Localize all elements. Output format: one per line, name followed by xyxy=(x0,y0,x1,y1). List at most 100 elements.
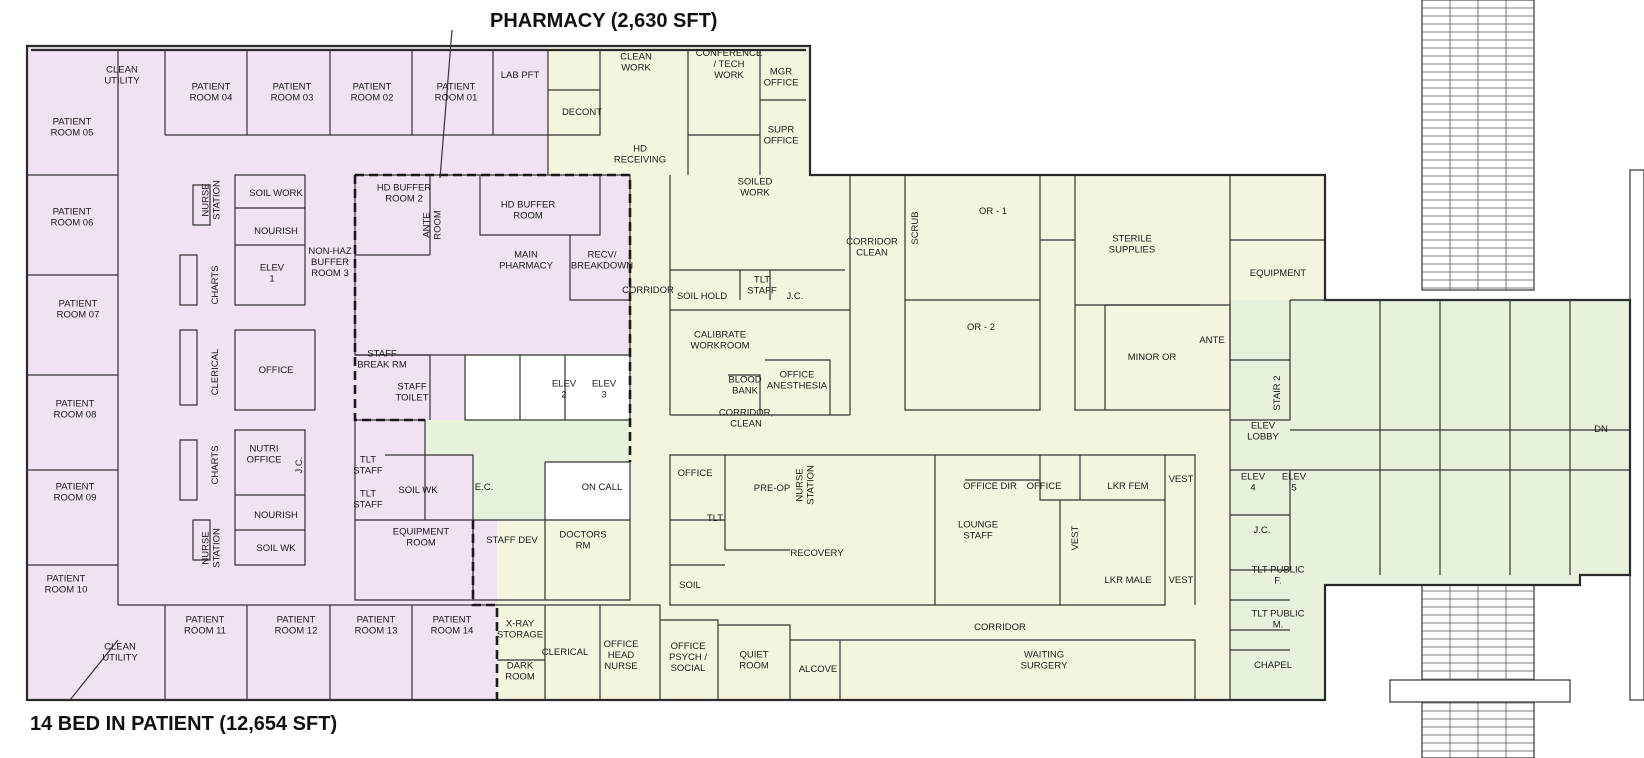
room-label-soil-wk-1: SOIL WK xyxy=(256,543,296,554)
pharmacy-title: PHARMACY (2,630 SFT) xyxy=(490,10,717,32)
core-zone-center xyxy=(425,420,630,520)
skybridge-structure xyxy=(1389,0,1644,758)
room-label-decont: DECONT xyxy=(562,107,602,118)
room-label-minor-or: MINOR OR xyxy=(1128,352,1177,363)
room-label-corridor-bottom: CORRIDOR xyxy=(974,622,1026,633)
room-label-recv-breakdown: RECV/BREAKDOWN xyxy=(571,250,633,272)
room-label-ante: ANTEROOM xyxy=(422,210,444,240)
room-label-scrub: SCRUB xyxy=(910,211,921,244)
inpatient-title: 14 BED IN PATIENT (12,654 SFT) xyxy=(30,713,337,735)
pharmacy-boundary xyxy=(353,29,632,700)
room-label-lkr-male: LKR MALE xyxy=(1105,575,1152,586)
room-label-or-1: OR - 1 xyxy=(979,206,1007,217)
core-zone-right xyxy=(1230,300,1630,700)
room-label-office-3: OFFICE xyxy=(1027,481,1062,492)
room-label-soil-work: SOIL WORK xyxy=(249,188,303,199)
room-label-nourish-1: NOURISH xyxy=(254,226,298,237)
room-label-pre-op: PRE-OP xyxy=(754,483,790,494)
room-label-office-dir: OFFICE DIR xyxy=(963,481,1017,492)
room-label-corridor-clean-2: CORRIDOR,CLEAN xyxy=(719,408,773,430)
room-label-nourish-2: NOURISH xyxy=(254,510,298,521)
room-label-ec: E.C. xyxy=(475,482,493,493)
surgery-zone xyxy=(497,46,1325,700)
room-label-alcove: ALCOVE xyxy=(799,664,838,675)
room-label-nurse-station-3: NURSESTATION xyxy=(795,465,817,505)
room-label-lab-pft: LAB PFT xyxy=(501,70,540,81)
room-label-dn: DN xyxy=(1594,424,1608,435)
room-label-jc-3: J.C. xyxy=(1254,525,1271,536)
room-label-clerical-1: CLERICAL xyxy=(210,349,221,395)
room-label-ante-2: ANTE xyxy=(1199,335,1224,346)
room-label-nurse-station-2: NURSESTATION xyxy=(201,528,223,568)
room-label-office-1: OFFICE xyxy=(259,365,294,376)
room-label-charts-2: CHARTS xyxy=(210,446,221,485)
room-label-jc-1: J.C. xyxy=(294,457,305,474)
room-label-staff-dev: STAFF DEV xyxy=(486,535,538,546)
room-label-vest-3: VEST xyxy=(1169,575,1194,586)
room-label-soil-hold: SOIL HOLD xyxy=(677,291,727,302)
room-label-tlt: TLT xyxy=(707,513,723,524)
room-label-soil-wk-2: SOIL WK xyxy=(398,485,438,496)
room-label-or-2: OR - 2 xyxy=(967,322,995,333)
room-label-chapel: CHAPEL xyxy=(1254,660,1292,671)
room-label-jc-2: J.C. xyxy=(787,291,804,302)
room-label-nurse-station-1: NURSESTATION xyxy=(201,180,223,220)
room-label-stair-2: STAIR 2 xyxy=(1272,375,1283,410)
room-label-office-2: OFFICE xyxy=(678,468,713,479)
room-label-equipment: EQUIPMENT xyxy=(1250,268,1307,279)
room-label-soil: SOIL xyxy=(679,580,701,591)
pharmacy-zone xyxy=(355,175,630,420)
inpatient-zone xyxy=(27,46,548,700)
room-label-on-call: ON CALL xyxy=(582,482,623,493)
room-label-lkr-fem: LKR FEM xyxy=(1107,481,1148,492)
zone-fills xyxy=(27,46,1630,700)
